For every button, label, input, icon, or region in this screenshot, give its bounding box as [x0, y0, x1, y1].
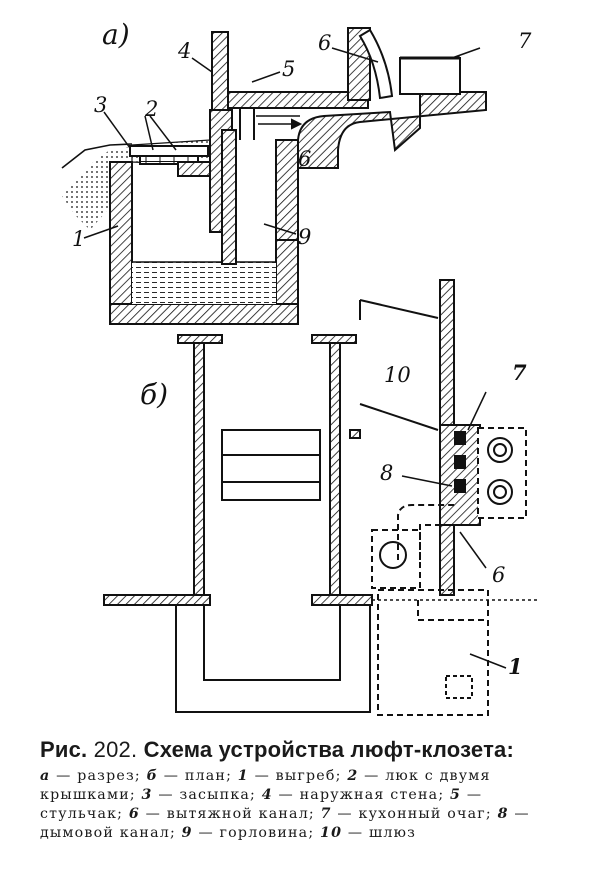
legend-text: кухонный очаг;: [358, 806, 492, 822]
airlock-door-top: [359, 299, 439, 319]
outer-wall-upper: [211, 31, 229, 111]
hatch-inner-lid: [139, 155, 199, 165]
legend-item: 9 — горловина;: [181, 825, 315, 841]
legend-text: план;: [184, 768, 233, 784]
callout-8: 8: [380, 461, 393, 485]
figure-number: 202.: [93, 737, 138, 762]
callout-9: 9: [298, 225, 311, 249]
seat-block: [221, 429, 321, 501]
vent-pipe-box: [371, 529, 421, 589]
legend-key: 6: [128, 806, 140, 822]
legend-key: 9: [181, 825, 193, 841]
panel-label-a: а): [102, 18, 130, 51]
legend-item: а — разрез;: [40, 768, 141, 784]
airlock-door-bottom: [359, 403, 439, 431]
legend-item: 1 — выгреб;: [237, 768, 342, 784]
neck-partition: [221, 129, 237, 265]
caption-title-text: Схема устройства люфт-клозета:: [143, 737, 515, 762]
legend-item: 5 — стульчак;: [40, 787, 483, 822]
plan-wall-right: [329, 342, 341, 596]
beam-left-top: [177, 334, 223, 344]
pit-plan-inner: [203, 605, 341, 681]
legend-text: наружная стена;: [299, 787, 445, 803]
callout-3: 3: [94, 93, 107, 117]
legend-key: 5: [450, 787, 462, 803]
legend-text: выгреб;: [275, 768, 342, 784]
legend-item: б — план;: [146, 768, 233, 784]
legend-key: 1: [237, 768, 249, 784]
legend-item: 4 — наружная стена;: [261, 787, 445, 803]
callout-1-section: 1: [72, 227, 85, 251]
callout-6-plan: 6: [492, 563, 505, 587]
callout-7-section: 7: [518, 29, 532, 53]
legend-key: 3: [141, 787, 153, 803]
legend-text: люк с двумя крышками;: [40, 768, 491, 803]
legend-key: а: [40, 768, 51, 784]
hatch-outer-lid: [129, 145, 209, 157]
callout-4: 4: [177, 39, 191, 63]
pit-bottom: [109, 303, 299, 325]
legend-item: 3 — засыпка;: [141, 787, 257, 803]
section-view: [61, 27, 487, 325]
callout-6-mid: 6: [298, 147, 311, 171]
legend-key: б: [146, 768, 159, 784]
plan-floor-right: [311, 594, 373, 606]
plan-wall-left: [193, 342, 205, 596]
caption-prefix: Рис.: [40, 737, 88, 762]
stove-plan: [477, 427, 527, 519]
diagram-drawing: а) б) 1 2 3 4 5 6 6 7 9 10 7 8 6 1: [61, 18, 540, 716]
sewage-level: [132, 262, 276, 304]
callout-6-top: 6: [318, 31, 331, 55]
plan-view: [103, 279, 540, 716]
legend-item: 2 — люк с двумя крышками;: [40, 768, 491, 803]
legend-text: дымовой канал;: [40, 825, 176, 841]
callout-7-plan: 7: [512, 360, 527, 385]
beam-right-top: [311, 334, 357, 344]
panel-label-b: б): [140, 378, 168, 411]
callout-1-plan: 1: [508, 654, 523, 679]
legend-text: стульчак;: [40, 806, 124, 822]
pit-plan-outer: [175, 605, 371, 713]
neck-right-wall: [275, 139, 299, 241]
legend-text: разрез;: [77, 768, 141, 784]
legend-key: 10: [320, 825, 343, 841]
outer-pit-plan: [377, 589, 489, 716]
caption-title: Рис. 202. Схема устройства люфт-клозета:: [40, 737, 570, 763]
legend-item: 6 — вытяжной канал;: [128, 806, 315, 822]
duct-plan: [397, 504, 455, 560]
vent-curve: [358, 28, 394, 100]
legend-key: 7: [320, 806, 332, 822]
legend-item: 7 — кухонный очаг;: [320, 806, 492, 822]
legend-text: шлюз: [368, 825, 417, 841]
ground-line: [61, 143, 133, 169]
callout-10: 10: [384, 363, 411, 387]
legend-text: вытяжной канал;: [166, 806, 315, 822]
pit-left-wall: [109, 161, 133, 325]
callout-2: 2: [144, 97, 158, 121]
legend-key: 8: [497, 806, 509, 822]
legend-key: 2: [347, 768, 359, 784]
legend-key: 4: [261, 787, 273, 803]
callout-5: 5: [282, 57, 295, 81]
caption-legend: а — разрез; б — план; 1 — выгреб; 2 — лю…: [40, 767, 570, 843]
plan-floor-left: [103, 594, 211, 606]
legend-item: 10 — шлюз: [320, 825, 417, 841]
legend-item: 8 — дымовой канал;: [40, 806, 530, 841]
figure-caption: Рис. 202. Схема устройства люфт-клозета:…: [40, 737, 570, 843]
leader-lines: [83, 47, 507, 669]
legend-text: горловина;: [219, 825, 315, 841]
legend-text: засыпка;: [179, 787, 257, 803]
stove: [399, 57, 461, 95]
